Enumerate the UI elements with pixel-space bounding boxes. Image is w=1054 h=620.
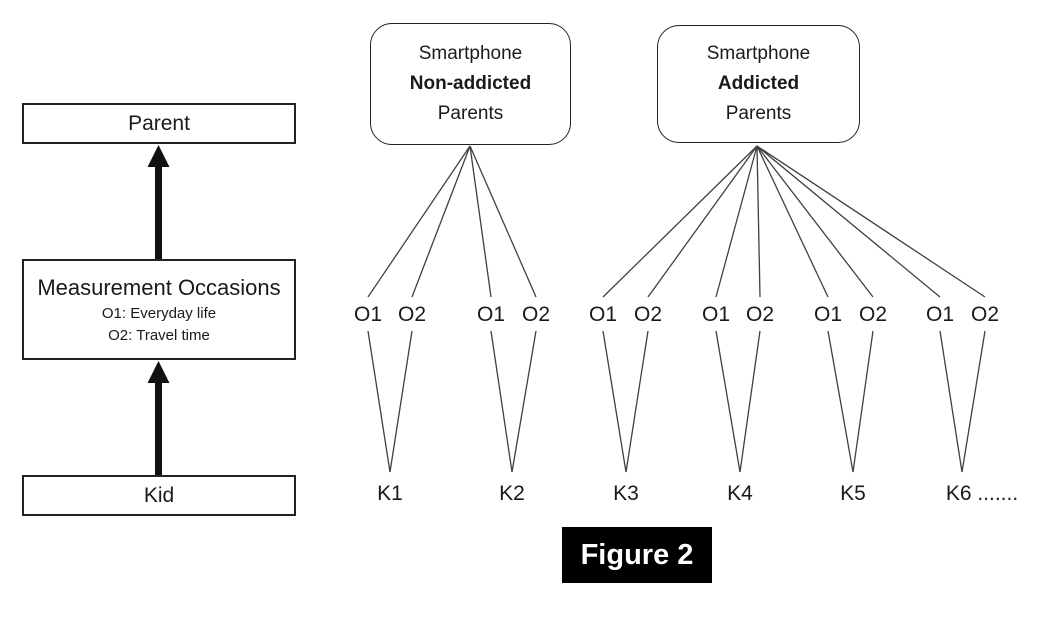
occasion-label: O1	[925, 303, 955, 326]
connector-line	[602, 145, 758, 298]
occasion-label: O2	[858, 303, 888, 326]
kid-label: Kid	[143, 483, 175, 507]
connector-line	[715, 145, 758, 298]
up-arrow-measurement-to-parent	[147, 145, 170, 260]
connector-line	[827, 330, 854, 473]
parent-label: Parent	[128, 111, 190, 135]
connector-line	[647, 145, 758, 298]
addicted-parents-box: Smartphone Addicted Parents	[657, 25, 860, 143]
occasion-label: O1	[701, 303, 731, 326]
kid-label: K4	[727, 482, 753, 505]
kid-label: K2	[499, 482, 525, 505]
up-arrow-kid-to-measurement	[147, 361, 170, 476]
connector-line	[939, 330, 963, 473]
connector-line	[602, 330, 627, 473]
connector-line	[852, 330, 874, 473]
addicted-box-line-1: Smartphone	[706, 43, 811, 64]
parent-box: Parent	[22, 103, 296, 144]
connector-line	[389, 330, 413, 473]
non-addicted-parents-box: Smartphone Non-addicted Parents	[370, 23, 571, 145]
occasion-label: O1	[588, 303, 618, 326]
occasion-label: O1	[353, 303, 383, 326]
addicted-box-line-3: Parents	[725, 103, 792, 124]
occasion-label: O2	[970, 303, 1000, 326]
non-addicted-box-line-2: Non-addicted	[409, 73, 532, 94]
connector-line	[367, 330, 391, 473]
kid-label: K5	[840, 482, 866, 505]
occasion-label: O2	[521, 303, 551, 326]
kid-label: K6 .......	[945, 482, 1019, 505]
occasion-label: O1	[476, 303, 506, 326]
kid-label: K1	[377, 482, 403, 505]
measurement-occasions-box: Measurement Occasions O1: Everyday life …	[22, 259, 296, 360]
figure-caption-text: Figure 2	[580, 538, 694, 571]
connector-line	[756, 145, 829, 298]
connector-line	[490, 330, 513, 473]
connector-line	[367, 145, 471, 298]
non-addicted-box-line-3: Parents	[437, 103, 504, 124]
occasion-label: O2	[633, 303, 663, 326]
connector-line	[756, 145, 941, 298]
non-addicted-box-line-1: Smartphone	[418, 43, 523, 64]
connector-line	[715, 330, 741, 473]
connector-line	[756, 145, 761, 298]
figure-caption: Figure 2	[562, 527, 712, 583]
kid-label: K3	[613, 482, 639, 505]
connector-line	[756, 145, 986, 298]
measurement-title: Measurement Occasions	[37, 274, 281, 300]
occasion2-definition: O2: Travel time	[108, 326, 210, 344]
occasion-label: O2	[397, 303, 427, 326]
connector-line	[961, 330, 986, 473]
connector-line	[739, 330, 761, 473]
addicted-box-line-2: Addicted	[717, 73, 800, 94]
connector-line	[511, 330, 537, 473]
occasion-label: O2	[745, 303, 775, 326]
connector-line	[756, 145, 874, 298]
kid-box: Kid	[22, 475, 296, 516]
connector-line	[469, 145, 492, 298]
group-connector-lines	[367, 145, 986, 473]
occasion1-definition: O1: Everyday life	[101, 304, 217, 322]
connector-line	[469, 145, 537, 298]
connector-line	[625, 330, 649, 473]
occasion-label: O1	[813, 303, 843, 326]
connector-line	[411, 145, 471, 298]
